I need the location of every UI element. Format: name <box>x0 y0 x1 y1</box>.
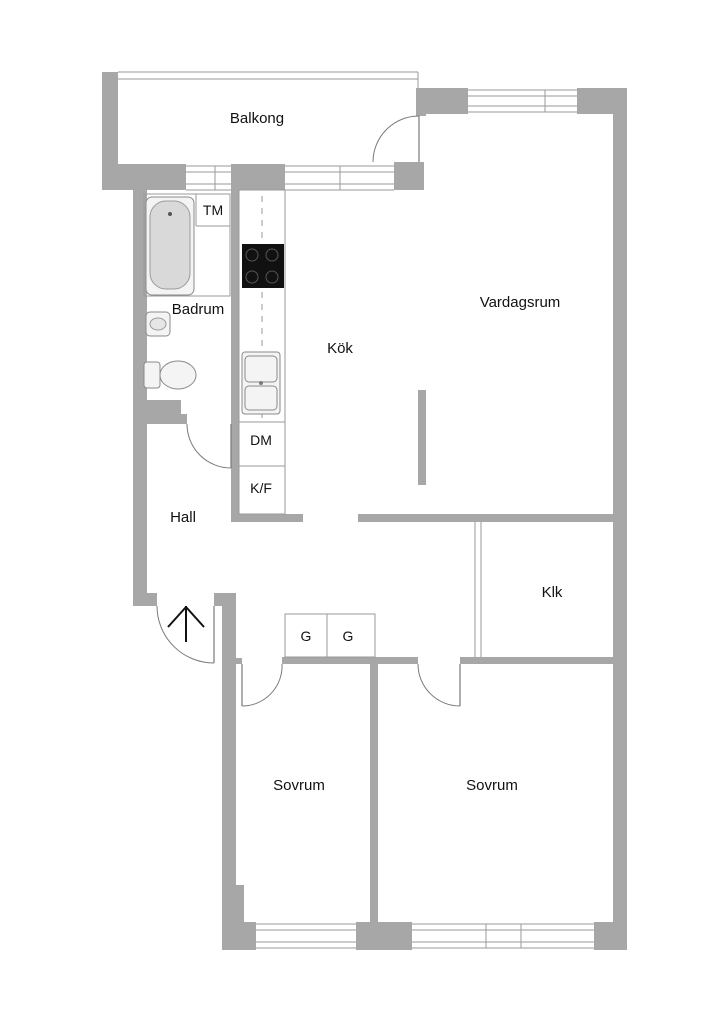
kitchen-counter <box>238 189 286 515</box>
room-label-balkong: Balkong <box>230 110 284 127</box>
room-label-sovrum-left: Sovrum <box>273 777 325 794</box>
fixture-label-g2: G <box>343 628 354 644</box>
inner-walls <box>141 164 613 927</box>
closets <box>284 613 376 658</box>
bathtub-icon <box>145 196 195 296</box>
fixture-label-kf: K/F <box>250 480 272 496</box>
room-label-hall: Hall <box>170 509 196 526</box>
entrance-arrow-icon <box>167 606 205 642</box>
room-label-sovrum-right: Sovrum <box>466 777 518 794</box>
fixture-label-g1: G <box>301 628 312 644</box>
fixture-label-tm: TM <box>203 202 223 218</box>
toilet-icon <box>143 360 197 390</box>
room-label-badrum: Badrum <box>172 301 225 318</box>
bathroom-fixtures <box>143 193 231 390</box>
fixture-label-dm: DM <box>250 432 272 448</box>
room-label-kok: Kök <box>327 340 353 357</box>
room-label-klk: Klk <box>542 584 563 601</box>
room-label-vardagsrum: Vardagsrum <box>480 294 561 311</box>
washbasin-icon <box>145 311 171 337</box>
outer-walls <box>133 88 627 950</box>
doors <box>156 115 461 707</box>
sink-icon <box>241 351 281 415</box>
